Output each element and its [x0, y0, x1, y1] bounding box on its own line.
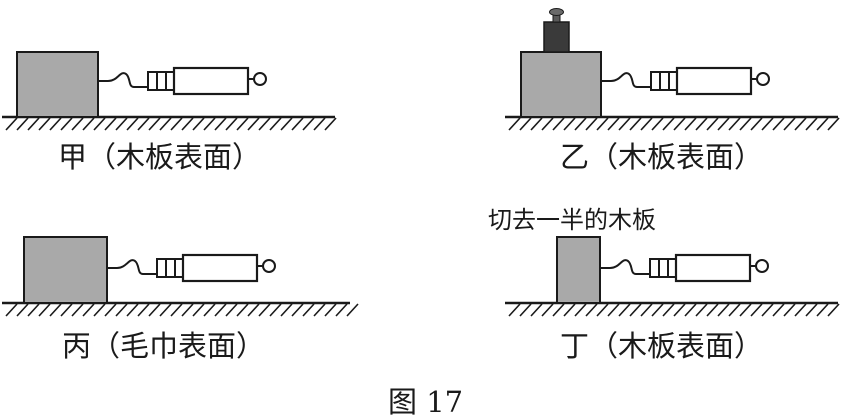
panel-caption: 丁（木板表面） — [560, 329, 763, 363]
ground-surface — [505, 301, 840, 317]
panel-caption: 甲（木板表面） — [58, 140, 261, 174]
spring-scale — [107, 253, 276, 283]
wooden-block — [520, 51, 602, 118]
ground-surface — [2, 301, 359, 317]
spring-scale — [98, 66, 267, 96]
wooden-block — [23, 236, 108, 304]
ground-surface — [2, 115, 337, 131]
half-wooden-block — [556, 236, 601, 304]
panel-jia: 甲（木板表面） — [2, 51, 337, 174]
panel-caption: 乙（木板表面） — [560, 140, 763, 174]
ground-surface — [505, 115, 840, 131]
hook-weight — [543, 8, 570, 53]
spring-scale — [601, 66, 770, 96]
panel-ding: 切去一半的木板 丁（木板表面） — [488, 206, 840, 363]
half-block-note: 切去一半的木板 — [488, 206, 656, 234]
spring-scale — [600, 253, 769, 283]
panel-bing: 丙（毛巾表面） — [2, 236, 359, 363]
figure-label: 图 17 — [388, 385, 463, 419]
panel-caption: 丙（毛巾表面） — [62, 329, 265, 363]
panel-yi: 乙（木板表面） — [505, 8, 840, 174]
wooden-block — [16, 51, 99, 118]
